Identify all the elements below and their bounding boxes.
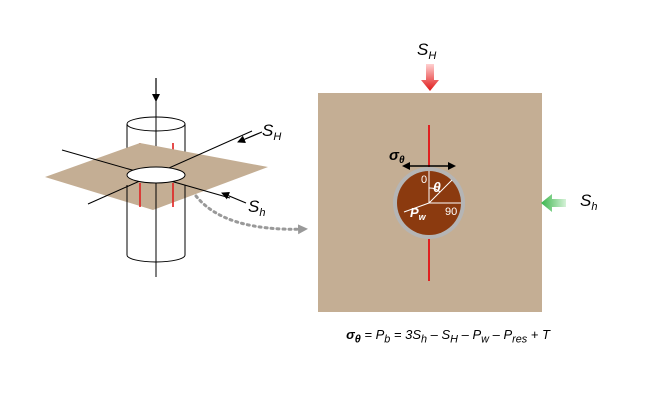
zoom-connector-arrow — [194, 194, 308, 235]
Sh-pointer-arrow — [221, 192, 247, 204]
sigma-theta-label: σθ — [389, 147, 405, 166]
hoop-stress-arrowhead-right — [448, 162, 456, 170]
borehole-radius-lower — [403, 202, 430, 213]
left-SH-label: SH — [262, 121, 281, 143]
borehole-opening — [126, 166, 186, 184]
SH-pointer-arrow — [237, 131, 263, 143]
Pw-label: Pw — [410, 205, 427, 222]
angle-0-label: 0 — [421, 174, 427, 186]
angle-90-label: 90 — [445, 206, 457, 218]
plan-view: SH Sh 0 90 θ Pw σθ — [318, 40, 597, 312]
borehole-radius-angle — [428, 179, 453, 204]
hoop-stress-arrowhead-left — [402, 162, 410, 170]
theta-label: θ — [433, 179, 441, 195]
borehole-schematic: SH Sh — [45, 78, 281, 277]
left-Sh-label: Sh — [248, 197, 265, 219]
right-Sh-label: Sh — [580, 191, 597, 213]
SH-stress-arrow — [421, 64, 439, 91]
Sh-stress-arrow — [541, 194, 566, 212]
breakdown-pressure-equation: σθ = Pb = 3Sh – SH – Pw – Pres + T — [346, 327, 550, 346]
theta-arc — [428, 187, 441, 193]
cylinder-top-ellipse — [126, 116, 186, 132]
top-SH-label: SH — [417, 40, 436, 62]
